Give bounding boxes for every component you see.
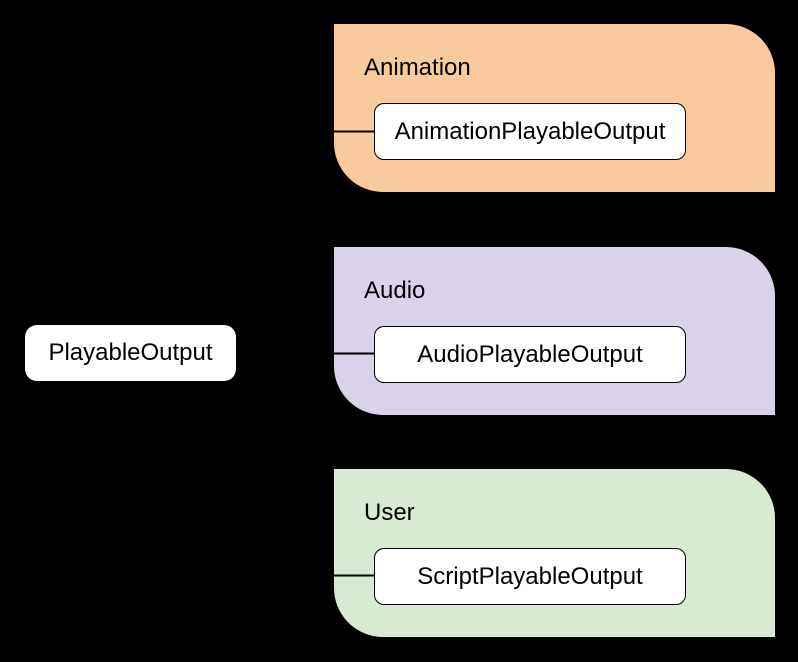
group-animation-title: Animation	[364, 54, 471, 81]
group-audio: Audio AudioPlayableOutput	[333, 246, 776, 416]
node-animation-playable-output: AnimationPlayableOutput	[374, 103, 686, 160]
node-audio-playable-output-label: AudioPlayableOutput	[417, 340, 643, 368]
node-animation-playable-output-label: AnimationPlayableOutput	[394, 117, 666, 145]
node-audio-playable-output: AudioPlayableOutput	[374, 326, 686, 383]
node-script-playable-output-label: ScriptPlayableOutput	[417, 562, 643, 590]
group-user-title: User	[364, 499, 415, 526]
group-audio-title: Audio	[364, 277, 426, 304]
node-script-playable-output: ScriptPlayableOutput	[374, 548, 686, 605]
node-playable-output: PlayableOutput	[24, 324, 237, 382]
group-user: User ScriptPlayableOutput	[333, 468, 776, 638]
node-playable-output-label: PlayableOutput	[48, 339, 213, 366]
group-animation: Animation AnimationPlayableOutput	[333, 23, 776, 193]
